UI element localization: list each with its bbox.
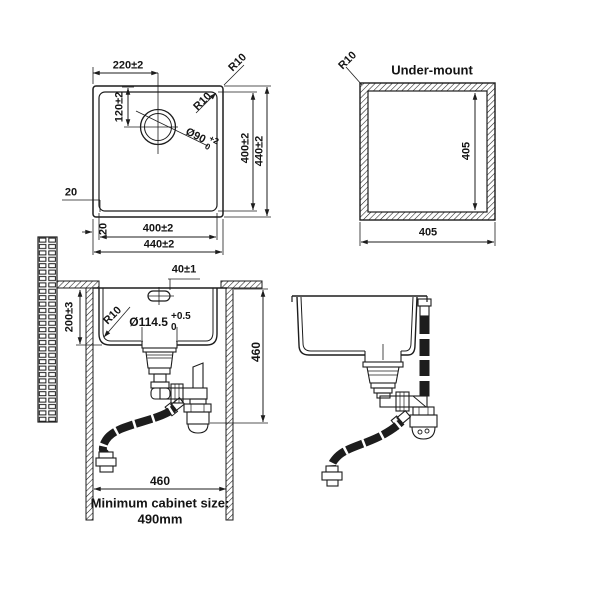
top-view-linework (62, 64, 271, 255)
dim-overflow: 40±1 (171, 263, 197, 276)
drain-diameter-value: Ø90 (183, 125, 208, 146)
waste-tol-upper: +0.5 (170, 311, 191, 322)
dim-outer-width: 440±2 (143, 238, 175, 251)
undermount-view-linework (345, 66, 496, 246)
dim-bowl-depth: 200±3 (63, 301, 76, 333)
dim-outer-height: 440±2 (253, 135, 266, 167)
dim-cutout-height: 405 (460, 141, 473, 161)
waste-diameter-value: Ø114.5 (129, 315, 168, 329)
side-view-linework (291, 295, 438, 487)
dim-cabinet-height: 460 (249, 341, 263, 363)
section-view-linework (37, 236, 268, 521)
undermount-title: Under-mount (391, 62, 473, 78)
cabinet-note-line1: Minimum cabinet size: (90, 495, 230, 511)
dim-inner-width: 400±2 (142, 222, 174, 235)
dim-cutout-width: 405 (418, 226, 438, 239)
dim-drain-offset-x: 220±2 (112, 59, 144, 72)
dim-drain-offset-y: 120±2 (113, 91, 126, 123)
waste-tol-lower: 0 (170, 322, 177, 333)
dim-inner-height: 400±2 (239, 132, 252, 164)
dim-wall-bottom: 20 (97, 222, 110, 236)
dim-wall-left: 20 (64, 186, 78, 199)
dim-cabinet-width: 460 (149, 474, 171, 488)
cabinet-note-line2: 490mm (137, 511, 183, 527)
